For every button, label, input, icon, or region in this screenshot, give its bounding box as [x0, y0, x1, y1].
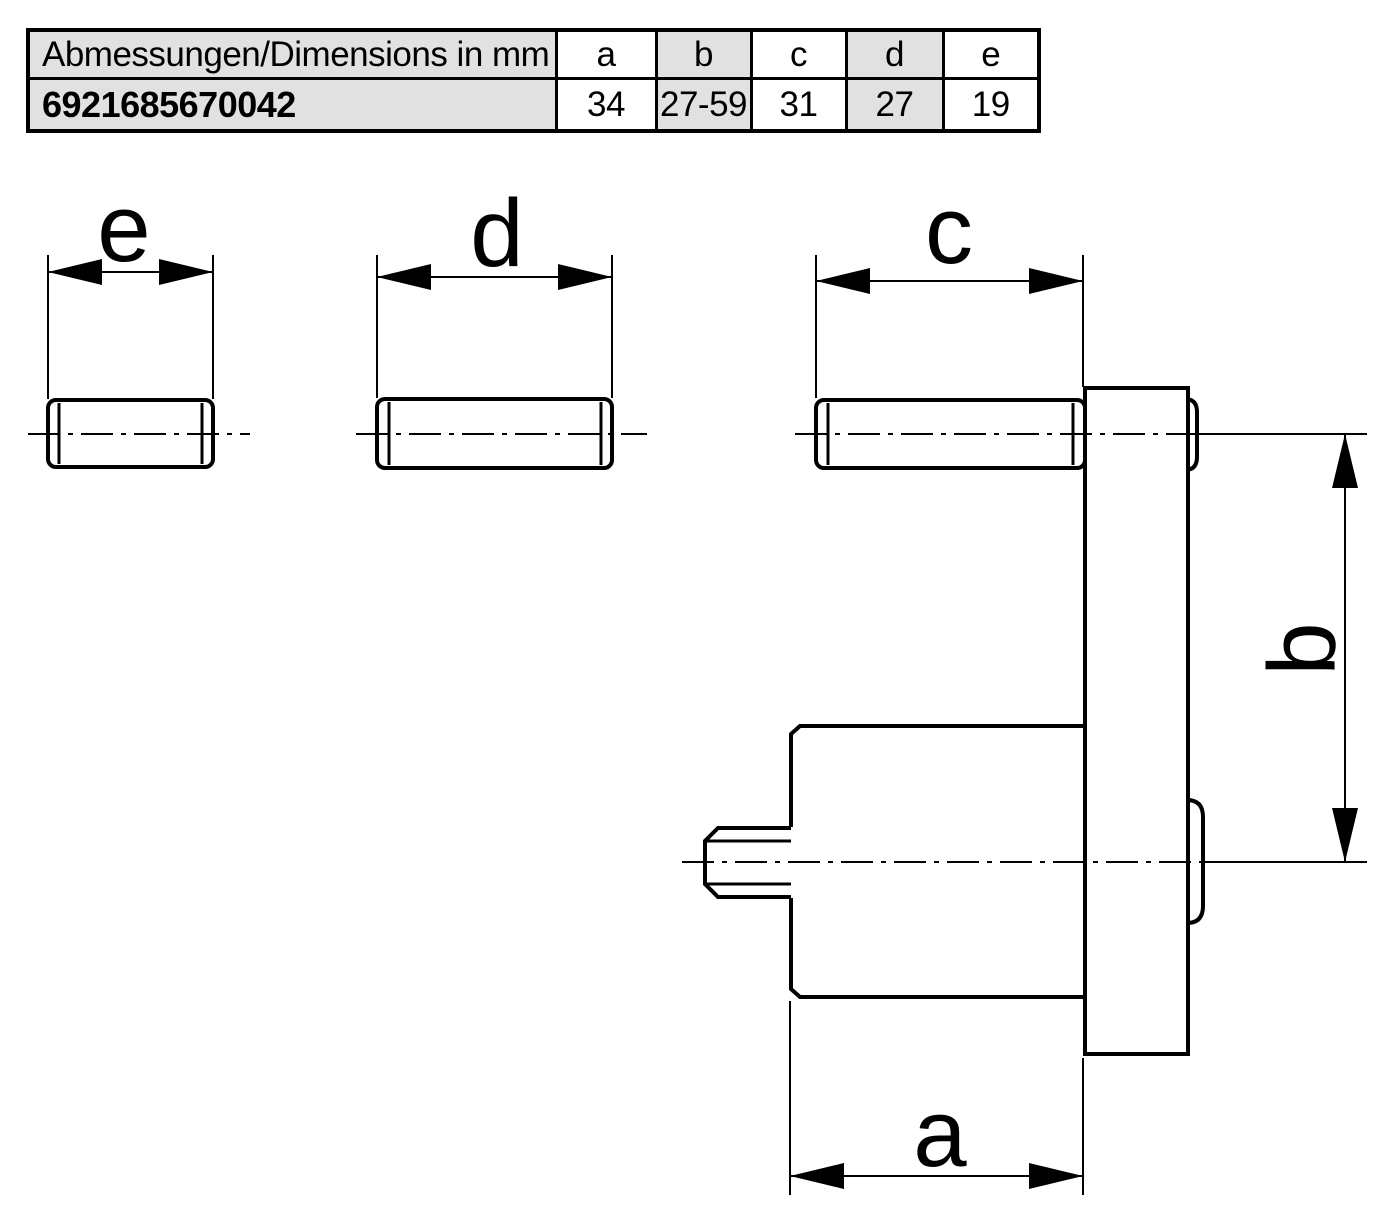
arrowhead-right: [1029, 1163, 1083, 1189]
value-cell-c: 31: [749, 77, 848, 133]
dim-label-e: e: [97, 175, 150, 282]
header-col-b: b: [654, 28, 753, 80]
value-cell-b: 27-59: [654, 77, 753, 133]
value-cell-e: 19: [941, 77, 1041, 133]
table-header-row: Abmessungen/Dimensions in mm a b c d e: [26, 28, 1041, 80]
value-cell-d: 27: [844, 77, 945, 133]
assembly-view: c b a: [682, 177, 1367, 1195]
arrowhead-left: [816, 268, 870, 294]
arrowhead-left: [48, 259, 102, 285]
motor-body: [789, 724, 1085, 999]
header-col-d: d: [844, 28, 945, 80]
flange-plate: [1083, 386, 1190, 1056]
arrowhead-down: [1332, 808, 1358, 862]
value-cell-a: 34: [554, 77, 658, 133]
header-col-a: a: [554, 28, 658, 80]
arrowhead-right: [558, 264, 612, 290]
part-number-cell: 6921685670042: [26, 77, 558, 133]
arrowhead-right: [159, 259, 213, 285]
table-data-row: 6921685670042 34 27-59 31 27 19: [26, 77, 1041, 133]
arrowhead-left: [377, 264, 431, 290]
header-col-e: e: [941, 28, 1041, 80]
header-title-cell: Abmessungen/Dimensions in mm: [26, 28, 558, 80]
arrowhead-up: [1332, 434, 1358, 488]
header-col-c: c: [749, 28, 848, 80]
pin-e-view: e: [28, 175, 250, 469]
dim-label-b: b: [1249, 622, 1356, 675]
arrowhead-left: [790, 1163, 844, 1189]
dim-label-d: d: [470, 180, 523, 287]
arrowhead-right: [1029, 268, 1083, 294]
pin-d-view: d: [356, 180, 647, 470]
dim-label-a: a: [913, 1080, 967, 1187]
dimensions-table: Abmessungen/Dimensions in mm a b c d e 6…: [26, 28, 1041, 133]
dim-label-c: c: [925, 177, 973, 284]
